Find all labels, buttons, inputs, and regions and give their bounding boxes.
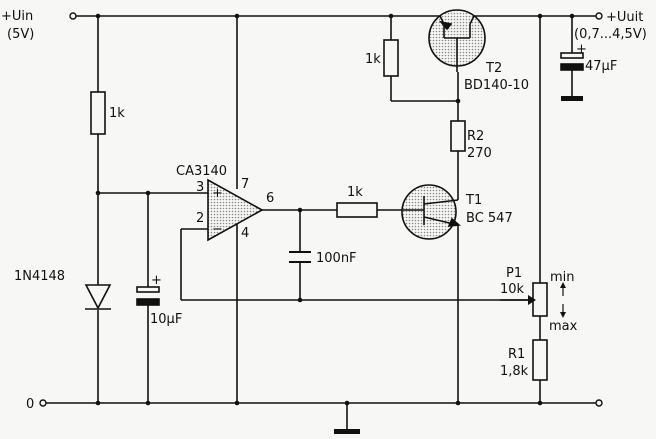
label-opamp: CA3140 [176, 164, 227, 179]
label-p1-min: min [550, 270, 575, 285]
label-c47-plus: + [576, 42, 587, 57]
label-r1-name: R1 [508, 347, 525, 362]
label-r-1k-t1-base: 1k [347, 185, 363, 200]
label-uout: +Uuit [606, 10, 643, 25]
label-uin: +Uin [1, 9, 33, 24]
label-c100n: 100nF [316, 251, 357, 266]
resistor-1k-t1-base [336, 202, 378, 218]
resistor-r2 [450, 120, 466, 152]
label-r2-value: 270 [467, 146, 492, 161]
resistor-r1 [532, 339, 548, 381]
label-p1-value: 10k [500, 282, 525, 297]
label-t1-type: BC 547 [466, 211, 513, 226]
label-t2-type: BD140-10 [464, 78, 529, 93]
label-minus-input: − [212, 222, 223, 237]
ground-terminal-left [39, 399, 47, 407]
label-t1-name: T1 [465, 193, 482, 208]
label-pin6: 6 [266, 191, 274, 206]
label-ground: 0 [26, 397, 34, 412]
ground-symbol-main [334, 429, 360, 434]
opamp-ca3140 [207, 178, 264, 242]
resistor-1k-t2-base [383, 39, 399, 77]
label-r1-value: 1,8k [500, 364, 529, 379]
diode-1n4148 [84, 284, 112, 310]
uout-terminal [595, 12, 603, 20]
label-p1-max: max [549, 319, 578, 334]
p1-wiper-arrow [500, 295, 536, 305]
capacitor-100nf [289, 251, 311, 263]
label-c10-plus: + [151, 273, 162, 288]
label-r-1k-left: 1k [109, 106, 125, 121]
label-pin4: 4 [241, 226, 249, 241]
label-t2-name: T2 [485, 61, 502, 76]
label-c10: 10µF [150, 312, 182, 327]
terminals [39, 12, 603, 407]
p1-direction-arrows [560, 282, 566, 318]
ground-symbol-output [561, 96, 583, 101]
label-r-1k-t2-base: 1k [365, 52, 381, 67]
uin-terminal [69, 12, 77, 20]
label-c47: 47µF [585, 59, 617, 74]
capacitor-10uf [136, 286, 160, 306]
label-diode: 1N4148 [14, 269, 65, 284]
label-pin3: 3 [196, 180, 204, 195]
capacitor-47uf [560, 52, 584, 71]
transistor-t1 [401, 184, 461, 240]
label-p1-name: P1 [506, 266, 522, 281]
resistor-1k-left [90, 91, 106, 135]
label-pin2: 2 [196, 211, 204, 226]
label-uout-range: (0,7...4,5V) [574, 27, 647, 42]
transistor-t2 [428, 9, 486, 72]
junctions [95, 13, 575, 406]
ground-terminal-right [595, 399, 603, 407]
label-r2-name: R2 [467, 129, 484, 144]
label-uin-value: (5V) [7, 27, 34, 42]
label-plus-input: + [212, 186, 223, 201]
label-pin7: 7 [241, 177, 249, 192]
